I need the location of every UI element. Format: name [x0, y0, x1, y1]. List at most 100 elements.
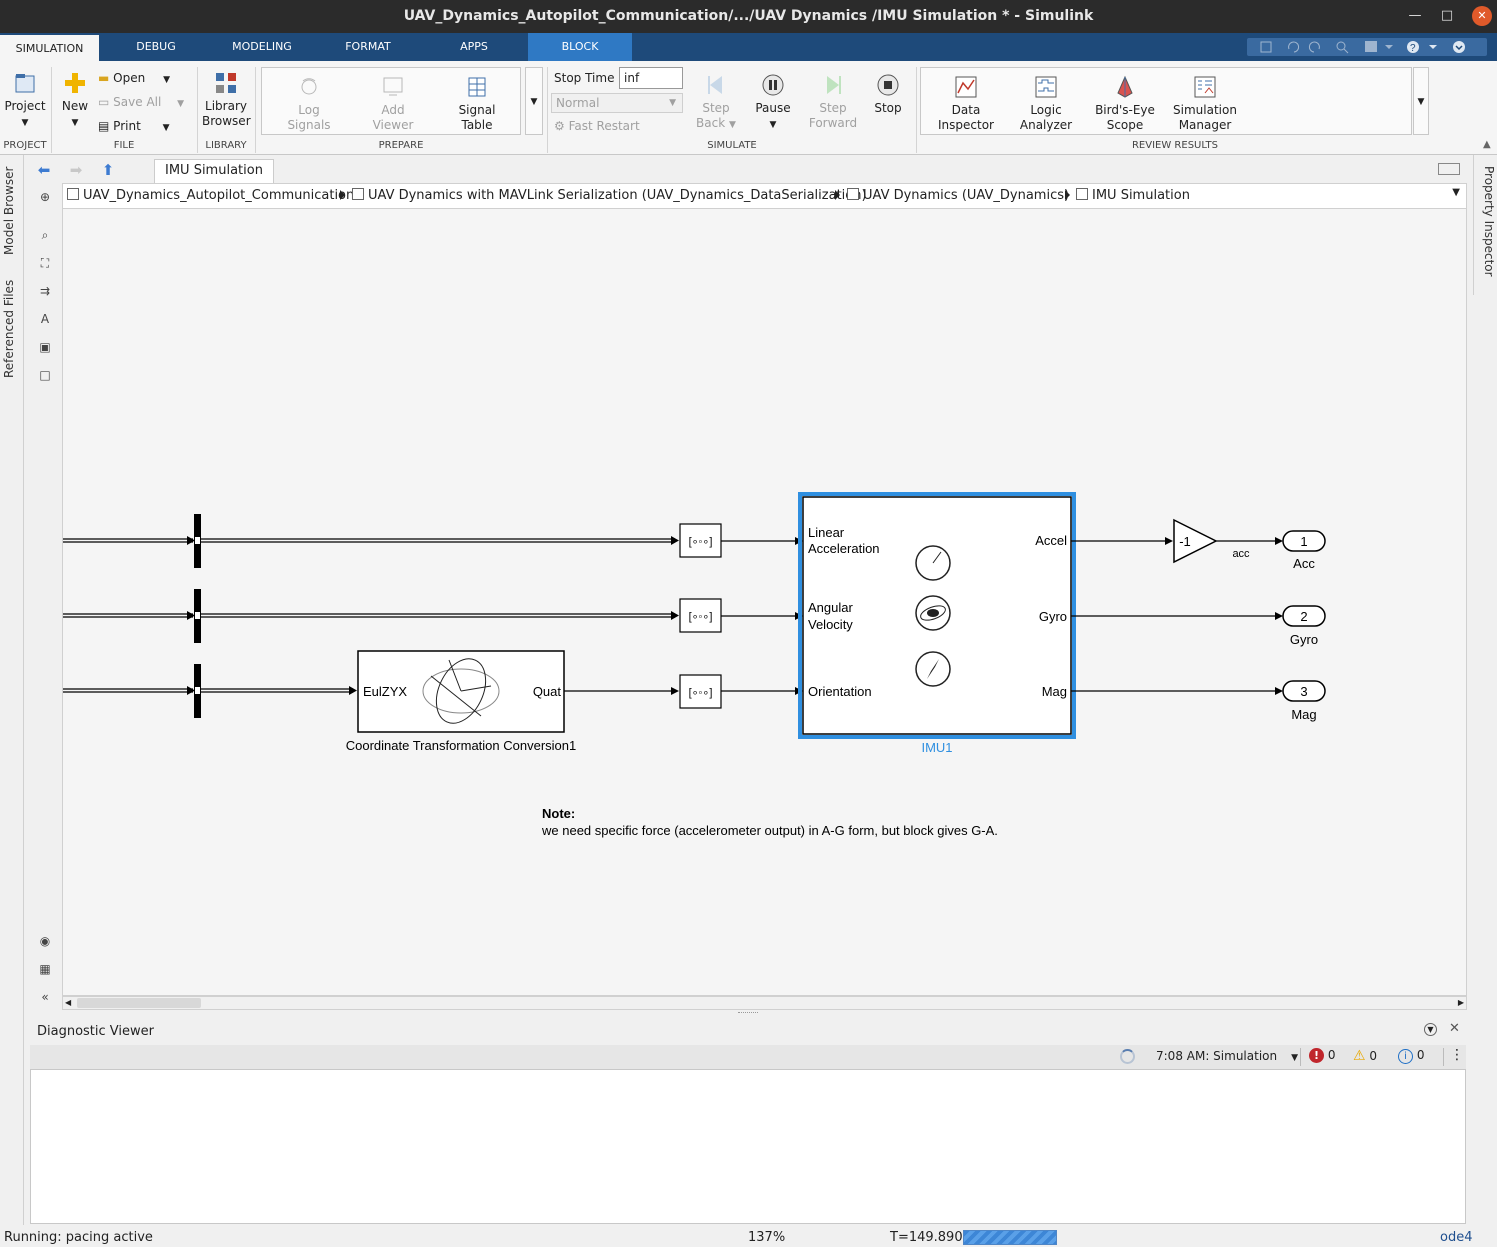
- reshape-to-imu-lines[interactable]: [721, 537, 803, 695]
- breadcrumb-item-serialization[interactable]: UAV Dynamics with MAVLink Serialization …: [352, 188, 867, 203]
- fit-to-view-icon[interactable]: ⛶: [40, 256, 50, 270]
- collapse-icon[interactable]: «: [41, 990, 49, 1004]
- keyboard-icon[interactable]: [1438, 163, 1460, 175]
- tab-format[interactable]: FORMAT: [345, 40, 391, 53]
- warnings-count[interactable]: ⚠ 0: [1353, 1048, 1377, 1064]
- step-forward-label-1: Step: [819, 101, 847, 115]
- help-dropdown-icon[interactable]: [1429, 45, 1437, 49]
- horizontal-scrollbar[interactable]: ◀ ▶: [62, 996, 1467, 1010]
- project-button[interactable]: Project▼: [2, 71, 48, 131]
- tab-debug[interactable]: DEBUG: [136, 40, 176, 53]
- imu-port-acceleration: Acceleration: [808, 541, 880, 556]
- diagnostic-filter[interactable]: 7:08 AM: Simulation▼: [1156, 1049, 1299, 1063]
- diagnostic-viewer: Diagnostic Viewer ▼ ✕ 7:08 AM: Simulatio…: [28, 1012, 1468, 1225]
- step-back-label-2: Back: [696, 116, 726, 130]
- screenshot-icon[interactable]: ◉: [39, 934, 51, 948]
- up-arrow-icon[interactable]: ⬆: [101, 161, 115, 179]
- outport-acc[interactable]: [1282, 530, 1326, 552]
- outport-mag[interactable]: [1282, 680, 1326, 702]
- close-panel-icon[interactable]: ✕: [1449, 1021, 1460, 1036]
- annotation-icon[interactable]: A: [40, 312, 50, 326]
- new-button[interactable]: New▼: [58, 71, 92, 131]
- maximize-button[interactable]: □: [1440, 8, 1454, 23]
- imu-block[interactable]: [798, 492, 1076, 739]
- outport-name: Acc: [1293, 556, 1315, 571]
- minimize-button[interactable]: —: [1408, 8, 1422, 23]
- scroll-left-icon[interactable]: ◀: [65, 998, 72, 1007]
- redo-icon[interactable]: [1308, 41, 1320, 53]
- open-button[interactable]: ▬ Open ▼: [98, 71, 170, 85]
- gain-block[interactable]: [1173, 518, 1218, 564]
- save-icon[interactable]: [1260, 41, 1272, 53]
- pause-button[interactable]: Pause▼: [752, 73, 794, 133]
- splitter-handle[interactable]: [738, 1012, 758, 1014]
- minimize-ribbon-icon[interactable]: [1453, 41, 1465, 53]
- breadcrumb-item-imu-simulation[interactable]: IMU Simulation: [1076, 188, 1190, 203]
- scroll-right-icon[interactable]: ▶: [1457, 998, 1464, 1007]
- solver-link[interactable]: ode4: [1440, 1230, 1473, 1245]
- zoom-icon[interactable]: ⌕: [41, 228, 49, 242]
- print-button[interactable]: ▤ Print ▼: [98, 119, 170, 133]
- tab-simulation[interactable]: SIMULATION: [0, 33, 99, 61]
- hide-show-icon[interactable]: ⊕: [39, 190, 51, 204]
- outport-gyro[interactable]: [1282, 605, 1326, 627]
- panel-options-icon[interactable]: ▼: [1424, 1023, 1437, 1036]
- simulation-mode-select[interactable]: Normal▼: [551, 93, 683, 113]
- model-canvas[interactable]: EulZYX Quat Coordinate Transformation Co…: [62, 209, 1467, 996]
- reshape-block-3[interactable]: [∘◦∘]: [679, 674, 722, 709]
- stop-button[interactable]: Stop: [868, 73, 908, 116]
- image-icon[interactable]: ▣: [39, 340, 51, 354]
- prepare-expand-button[interactable]: ▼: [525, 67, 543, 135]
- scrollbar-thumb[interactable]: [77, 998, 201, 1008]
- stop-time-input[interactable]: inf: [619, 67, 683, 89]
- input-bus-lines[interactable]: [63, 536, 195, 695]
- breadcrumb-dropdown-icon[interactable]: ▼: [1452, 187, 1460, 198]
- imu-port-mag: Mag: [1042, 684, 1067, 699]
- undo-icon[interactable]: [1288, 41, 1300, 53]
- table-label-1: Signal: [458, 103, 496, 117]
- layout-dropdown-icon[interactable]: [1385, 45, 1393, 49]
- close-button[interactable]: ✕: [1472, 6, 1492, 26]
- errors-count[interactable]: ! 0: [1309, 1048, 1335, 1063]
- coordinate-transformation-block[interactable]: [357, 650, 565, 733]
- layout-icon[interactable]: [1365, 41, 1377, 52]
- fast-restart-button[interactable]: ⚙ Fast Restart: [554, 117, 640, 135]
- separator: [197, 67, 198, 153]
- collapse-ribbon-icon[interactable]: ▲: [1483, 139, 1491, 150]
- tab-block[interactable]: BLOCK: [528, 33, 632, 61]
- more-options-icon[interactable]: ⋮: [1450, 1047, 1464, 1063]
- property-inspector-tab[interactable]: Property Inspector: [1482, 165, 1496, 277]
- review-expand-button[interactable]: ▼: [1413, 67, 1429, 135]
- arrow-icon[interactable]: ⇉: [39, 284, 51, 298]
- breadcrumb-item-uav-dynamics[interactable]: UAV Dynamics (UAV_Dynamics): [847, 188, 1069, 203]
- explorer-icon[interactable]: ▦: [39, 962, 51, 976]
- tab-apps[interactable]: APPS: [460, 40, 488, 53]
- tab-modeling[interactable]: MODELING: [232, 40, 292, 53]
- infos-count[interactable]: i 0: [1398, 1048, 1424, 1064]
- model-reference-icon: [352, 188, 364, 200]
- reshape-block-2[interactable]: [∘◦∘]: [679, 598, 722, 633]
- tab-imu-simulation[interactable]: IMU Simulation: [154, 159, 274, 183]
- forward-arrow-icon[interactable]: ➡: [69, 161, 83, 179]
- breadcrumb-item-root[interactable]: UAV_Dynamics_Autopilot_Communication: [67, 188, 354, 203]
- help-icon[interactable]: [1407, 41, 1419, 53]
- area-icon[interactable]: □: [39, 368, 51, 382]
- back-arrow-icon[interactable]: ⬅: [37, 161, 51, 179]
- save-all-button[interactable]: ▭ Save All ▼: [98, 95, 185, 109]
- add-viewer-icon: [383, 77, 403, 96]
- referenced-files-tab[interactable]: Referenced Files: [2, 279, 16, 379]
- model-browser-tab[interactable]: Model Browser: [2, 166, 16, 256]
- reshape-block-1[interactable]: [∘◦∘]: [679, 523, 722, 558]
- bus-to-reshape-lines[interactable]: [201, 536, 679, 695]
- find-icon[interactable]: [1336, 41, 1346, 51]
